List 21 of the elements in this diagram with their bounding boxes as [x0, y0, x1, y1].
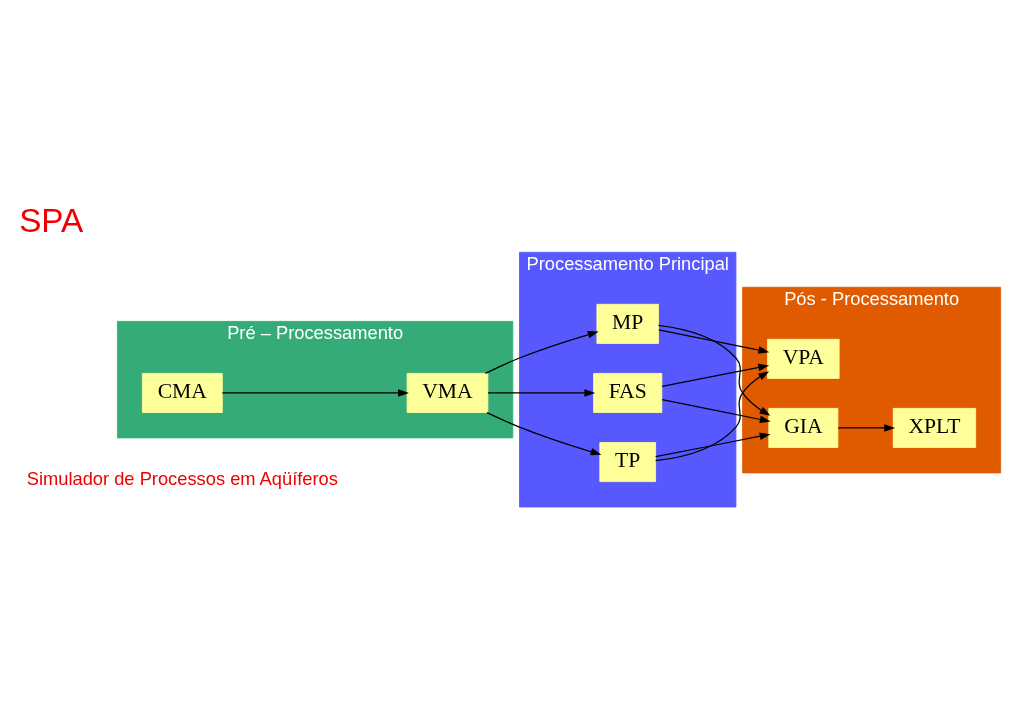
node-box: XPLT [892, 407, 977, 448]
node-box: FAS [593, 373, 663, 413]
arrow [661, 363, 770, 387]
arrow [487, 389, 596, 397]
node-box: MP [596, 303, 659, 344]
arrow [221, 389, 409, 397]
arrow [655, 432, 771, 458]
arrow [658, 329, 770, 354]
label: Simulador de Processos em Aqüíferos [26, 468, 338, 490]
arrow [484, 331, 599, 374]
arrow [837, 424, 896, 432]
node-box: VPA [767, 338, 840, 379]
node-box: VMA [406, 373, 489, 413]
node-box: CMA [141, 373, 223, 413]
arrow [655, 371, 770, 462]
diagram-title: SPA [19, 202, 84, 240]
arrow [661, 399, 771, 424]
arrow [486, 412, 602, 456]
node-box: TP [599, 442, 656, 483]
node-box: GIA [768, 407, 839, 448]
arrow [657, 324, 771, 416]
